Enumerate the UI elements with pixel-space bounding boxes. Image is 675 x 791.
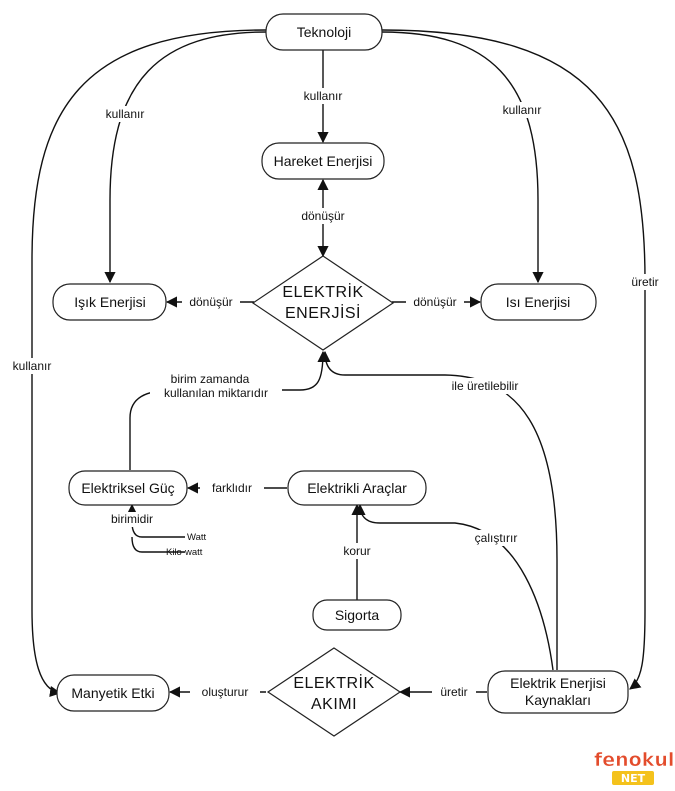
label-donusur-right: dönüşür [413,295,456,309]
node-teknoloji-label: Teknoloji [297,24,351,40]
edge-labels: kullanır kullanır kullanır kullanır üret… [4,88,668,700]
node-teknoloji: Teknoloji [265,13,383,51]
label-ile-uretilebilir: ile üretilebilir [452,379,519,393]
label-farklidir: farklıdır [212,481,252,495]
node-isik-enerjisi: Işık Enerjisi [52,283,167,321]
label-kilowatt: Kilo-watt [166,547,203,558]
node-sigorta-label: Sigorta [335,607,380,623]
node-elektrikli-araclar: Elektrikli Araçlar [287,470,427,506]
label-korur: korur [343,544,370,558]
node-elektrik-akimi: ELEKTRİK AKIMI [266,647,402,737]
edge-kaynaklar-araclar [354,503,554,671]
label-watt: Watt [187,532,207,543]
node-araclar-label: Elektrikli Araçlar [307,480,407,496]
label-donusur-up: dönüşür [301,209,344,223]
node-kaynaklar-line2: Kaynakları [525,692,591,708]
node-kaynaklar-line1: Elektrik Enerjisi [510,675,606,691]
node-elektrik-enerjisi-line2: ENERJİSİ [285,303,361,322]
watermark-line1: fenokulu [594,749,675,771]
edge-teknoloji-manyetik [31,29,267,698]
node-elektrik-enerjisi: ELEKTRİK ENERJİSİ [251,255,395,351]
label-kullanir-center: kullanır [304,89,343,103]
edge-guc-kilowatt [131,536,185,553]
node-manyetik-etki: Manyetik Etki [56,674,170,712]
label-birimidir: birimidir [111,512,153,526]
label-birim-zamanda-1: birim zamanda [171,372,250,386]
label-calistirir: çalıştırır [475,531,518,545]
label-donusur-left: dönüşür [189,295,232,309]
node-elektriksel-guc: Elektriksel Güç [68,470,188,506]
label-kullanir-left: kullanır [106,107,145,121]
node-isik-label: Işık Enerjisi [74,294,146,310]
node-sigorta: Sigorta [312,599,402,631]
label-birim-zamanda-2: kullanılan miktarıdır [164,386,268,400]
node-manyetik-label: Manyetik Etki [71,685,154,701]
node-hareket-enerjisi: Hareket Enerjisi [261,142,385,180]
node-akim-line1: ELEKTRİK [293,673,374,692]
edge-teknoloji-isi [381,31,544,284]
node-akim-line2: AKIMI [311,696,357,713]
node-elektrik-enerjisi-kaynaklari: Elektrik Enerjisi Kaynakları [487,670,629,714]
label-olusturur: oluşturur [202,685,249,699]
fenokulu-watermark-logo: fenokulu NET [594,749,675,785]
label-uretir-bottom: üretir [440,685,467,699]
edge-teknoloji-isik [104,31,267,284]
label-kullanir-far-left: kullanır [13,359,52,373]
node-guc-label: Elektriksel Güç [81,480,174,496]
edge-teknoloji-kaynaklar [381,29,646,690]
node-hareket-label: Hareket Enerjisi [274,153,373,169]
label-uretir-far-right: üretir [631,275,658,289]
label-kullanir-right: kullanır [503,103,542,117]
node-elektrik-enerjisi-line1: ELEKTRİK [282,282,363,301]
edge-guc-elektrik [129,350,329,470]
node-isi-label: Isı Enerjisi [506,294,571,310]
node-isi-enerjisi: Isı Enerjisi [480,283,597,321]
watermark-line2: NET [621,772,646,785]
